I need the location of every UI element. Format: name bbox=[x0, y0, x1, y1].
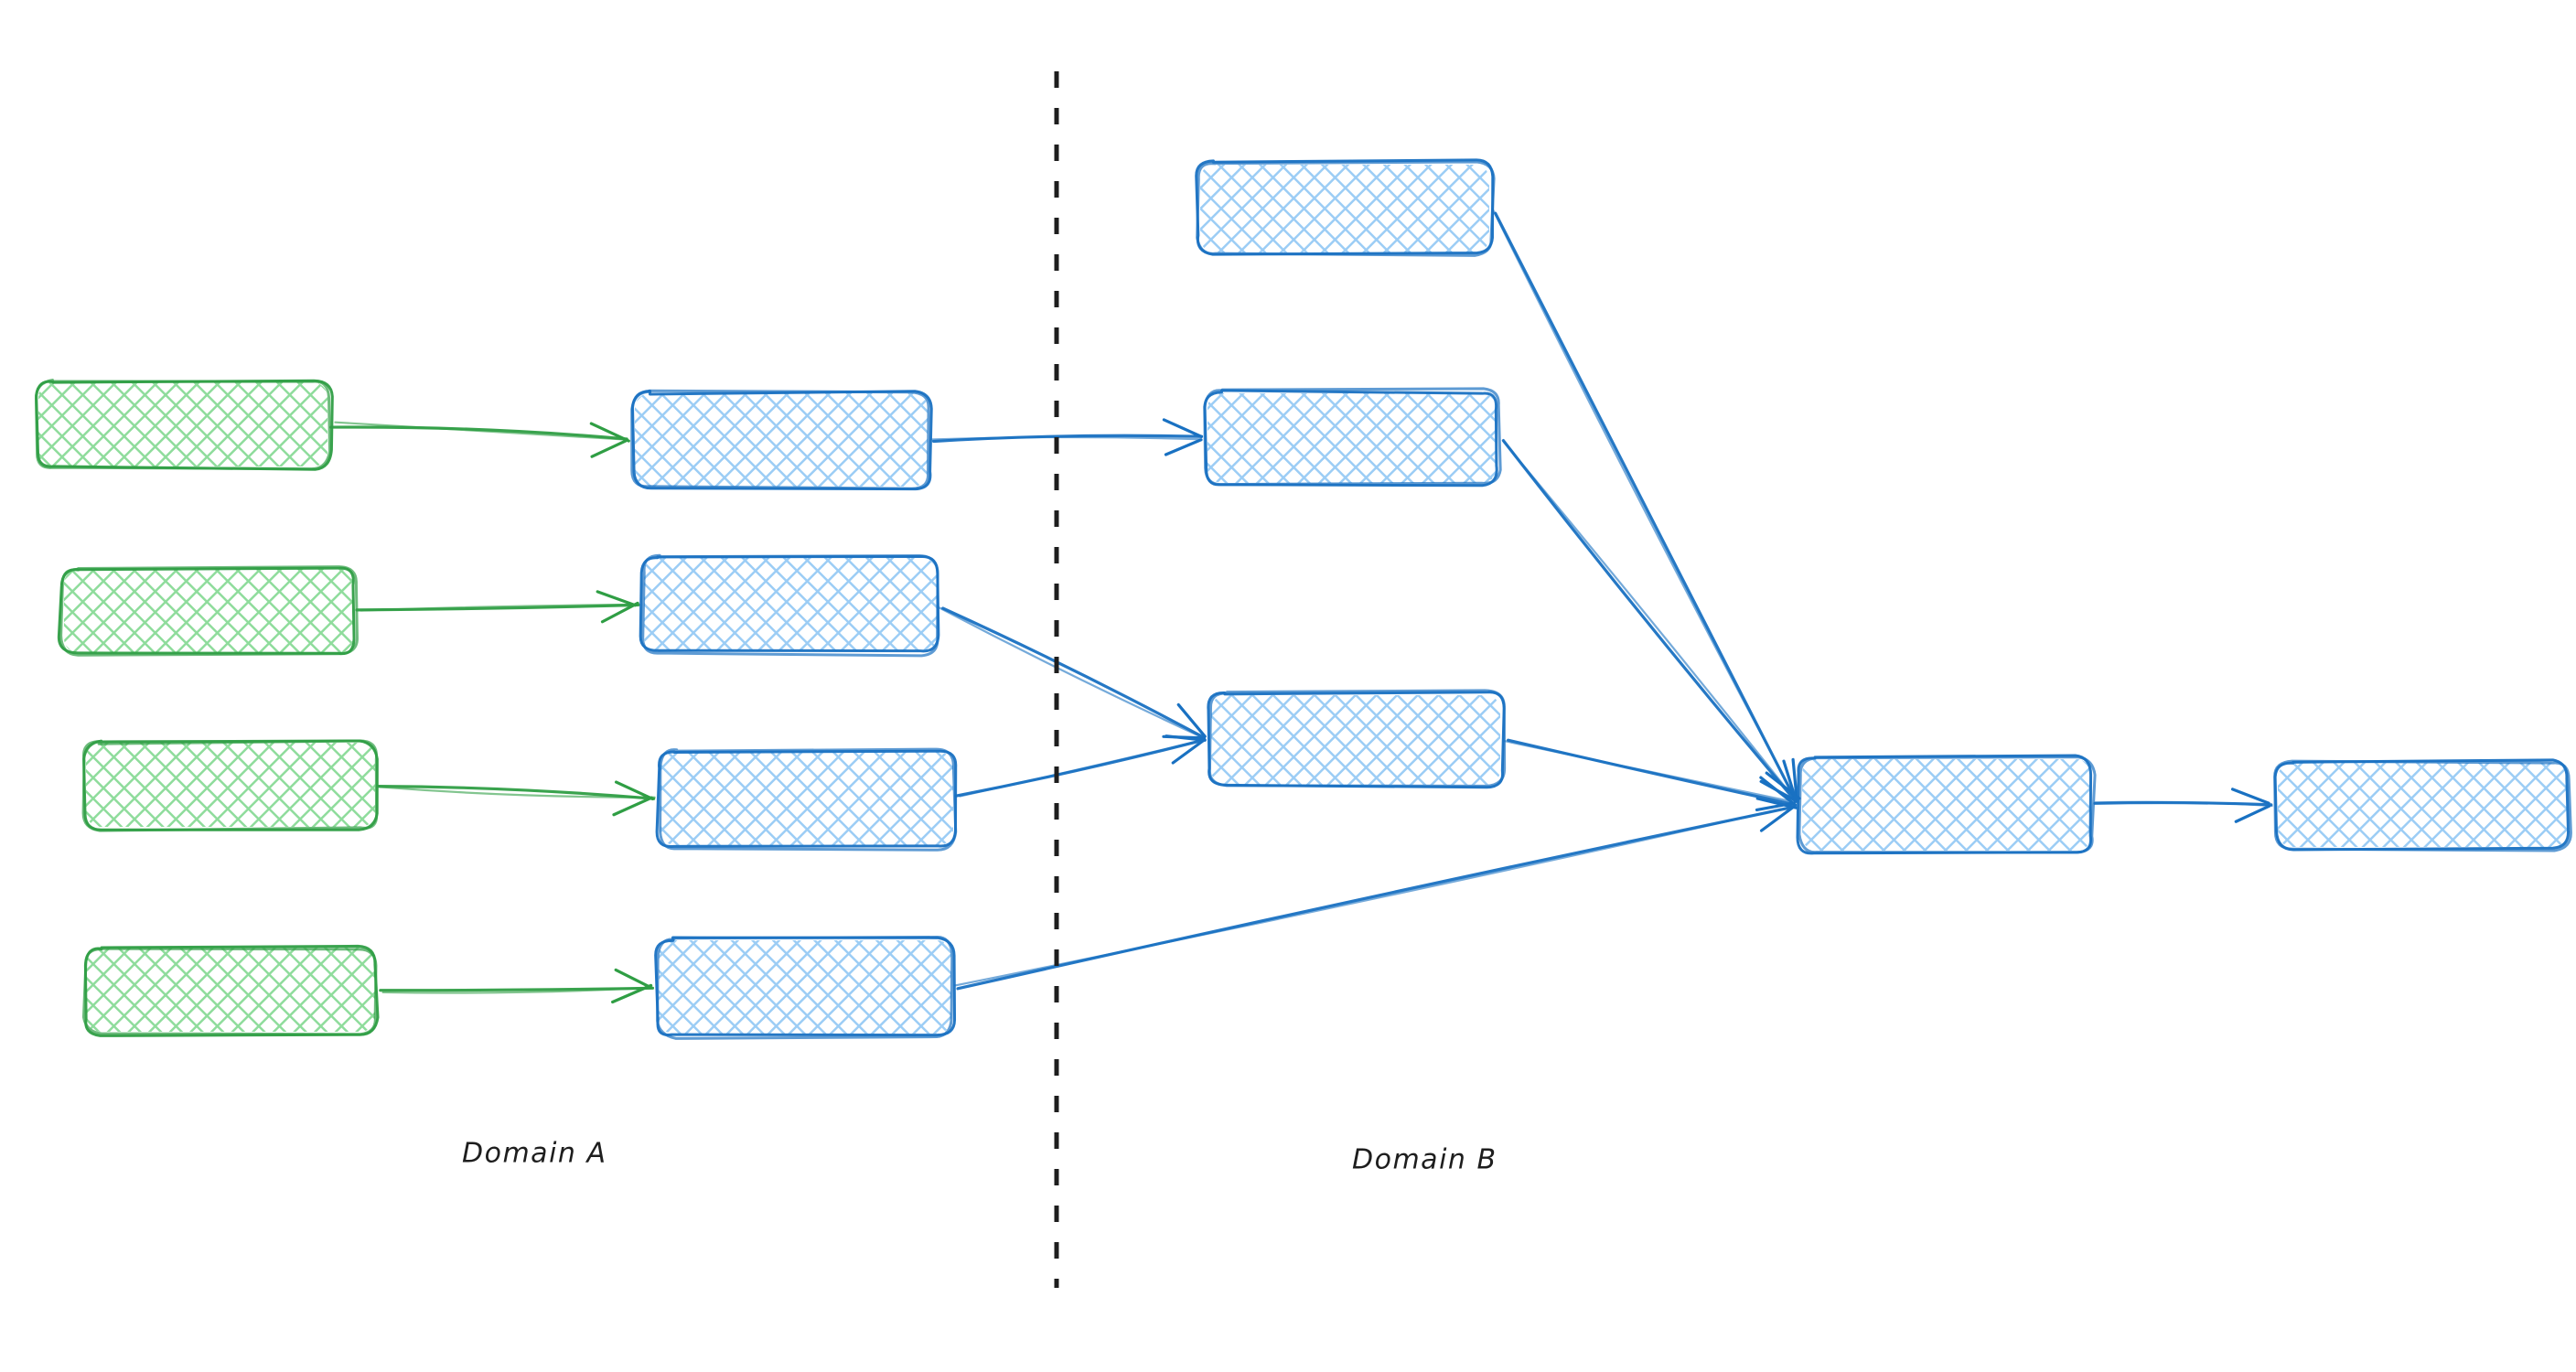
node-a1[interactable] bbox=[34, 378, 334, 471]
node-b3[interactable] bbox=[655, 747, 958, 852]
edge-shaft bbox=[956, 805, 1796, 991]
arrowhead-stroke bbox=[589, 422, 630, 443]
node-a3[interactable] bbox=[81, 739, 379, 832]
arrowhead-stroke bbox=[1755, 801, 1797, 812]
node-out[interactable] bbox=[2273, 758, 2572, 852]
node-outline bbox=[1203, 387, 1502, 487]
node-a4[interactable] bbox=[81, 944, 380, 1037]
node-c1[interactable] bbox=[1195, 158, 1496, 257]
arrowhead-stroke bbox=[612, 796, 653, 817]
edge-shaft bbox=[379, 786, 656, 799]
node-outline bbox=[654, 936, 957, 1037]
arrowhead-stroke bbox=[1165, 734, 1207, 742]
edge-shaft bbox=[938, 606, 1205, 739]
arrowhead-stroke bbox=[611, 983, 653, 1004]
arrowhead-stroke bbox=[600, 601, 639, 624]
arrowhead-stroke bbox=[1176, 702, 1207, 738]
node-outline bbox=[59, 565, 359, 657]
node-c2[interactable] bbox=[1203, 387, 1502, 488]
arrowhead-stroke bbox=[2234, 804, 2271, 823]
arrowhead-stroke bbox=[590, 439, 628, 458]
node-fill bbox=[38, 382, 327, 466]
arrowhead-stroke bbox=[1791, 757, 1798, 802]
node-fill bbox=[86, 743, 375, 827]
node-outline bbox=[659, 747, 958, 852]
node-outline bbox=[34, 378, 332, 471]
domain-b-label: Domain B bbox=[1352, 1144, 1497, 1176]
node-fill bbox=[1208, 393, 1497, 483]
node-c3[interactable] bbox=[1207, 689, 1507, 789]
edge-shaft bbox=[941, 606, 1205, 739]
node-outline bbox=[656, 936, 954, 1040]
edge-shaft bbox=[931, 434, 1204, 444]
edge-e12[interactable] bbox=[2093, 788, 2273, 823]
nodes-layer bbox=[34, 158, 2572, 1040]
node-fill bbox=[1211, 695, 1500, 785]
node-fill bbox=[659, 940, 951, 1034]
node-outline bbox=[655, 749, 958, 848]
node-fill bbox=[2278, 763, 2567, 847]
edge-e6[interactable] bbox=[938, 606, 1207, 740]
arrowhead-stroke bbox=[596, 590, 638, 607]
node-outline bbox=[81, 947, 378, 1036]
edge-shaft bbox=[376, 785, 656, 800]
edge-e9[interactable] bbox=[1491, 208, 1801, 803]
edge-shaft bbox=[959, 739, 1204, 798]
edge-shaft bbox=[1501, 439, 1798, 803]
node-fill bbox=[1200, 165, 1489, 252]
node-outline bbox=[1196, 160, 1496, 257]
arrowhead-stroke bbox=[1759, 776, 1797, 807]
node-fill bbox=[660, 752, 953, 845]
edge-e10[interactable] bbox=[1501, 439, 1798, 803]
edge-shaft bbox=[329, 425, 628, 441]
node-outline bbox=[1208, 689, 1507, 788]
edge-shaft bbox=[381, 986, 654, 994]
node-outline bbox=[1798, 756, 2097, 854]
edge-shaft bbox=[2094, 800, 2273, 808]
node-fill bbox=[86, 948, 375, 1032]
edge-e2[interactable] bbox=[355, 590, 640, 624]
arrowhead-stroke bbox=[1755, 797, 1798, 809]
node-fill bbox=[1802, 759, 2091, 851]
node-fill bbox=[64, 569, 353, 653]
edge-shaft bbox=[953, 805, 1795, 987]
edge-shaft bbox=[334, 421, 628, 441]
arrowhead-stroke bbox=[2230, 788, 2270, 805]
arrowhead-stroke bbox=[1782, 759, 1798, 803]
node-hub[interactable] bbox=[1796, 754, 2097, 855]
edge-e5[interactable] bbox=[929, 418, 1204, 456]
node-b1[interactable] bbox=[630, 389, 933, 491]
edge-e11[interactable] bbox=[1503, 738, 1798, 812]
arrowhead-stroke bbox=[614, 780, 654, 801]
arrowhead-stroke bbox=[1759, 804, 1797, 832]
edge-shaft bbox=[1503, 740, 1796, 804]
node-outline bbox=[2273, 759, 2572, 852]
node-outline bbox=[81, 739, 379, 832]
node-b2[interactable] bbox=[639, 553, 940, 658]
edge-e7[interactable] bbox=[954, 734, 1207, 798]
node-fill bbox=[644, 558, 937, 651]
node-a2[interactable] bbox=[57, 565, 359, 657]
edge-shaft bbox=[1491, 208, 1798, 802]
edges-layer bbox=[329, 208, 2273, 1004]
edge-shaft bbox=[360, 603, 638, 612]
node-b4[interactable] bbox=[654, 936, 957, 1040]
edge-shaft bbox=[1502, 440, 1798, 803]
edge-e8[interactable] bbox=[953, 797, 1798, 991]
node-fill bbox=[635, 393, 928, 487]
edge-e3[interactable] bbox=[376, 780, 656, 817]
arrowhead-stroke bbox=[1164, 438, 1203, 456]
arrowhead-stroke bbox=[1162, 418, 1203, 438]
edge-e1[interactable] bbox=[329, 421, 630, 458]
domain-a-label: Domain A bbox=[462, 1138, 606, 1170]
arrowhead-stroke bbox=[614, 968, 652, 990]
edge-e4[interactable] bbox=[379, 968, 655, 1004]
arrowhead-stroke bbox=[1171, 738, 1206, 765]
edge-shaft bbox=[929, 435, 1201, 441]
node-outline bbox=[630, 389, 930, 490]
node-outline bbox=[641, 553, 939, 658]
